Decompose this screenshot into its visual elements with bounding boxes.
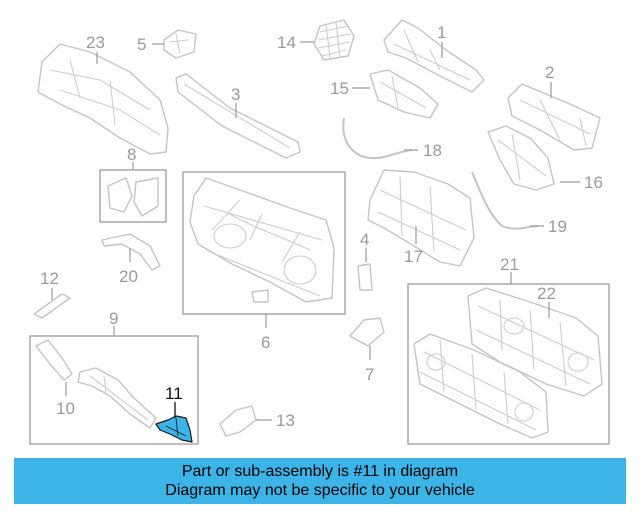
- callout-6[interactable]: 6: [261, 333, 270, 352]
- part-6[interactable]: [189, 177, 335, 303]
- part-4[interactable]: [357, 263, 373, 291]
- part-15[interactable]: [369, 69, 439, 119]
- callout-14[interactable]: 14: [277, 33, 296, 52]
- banner-line-disclaimer: Diagram may not be specific to your vehi…: [165, 482, 475, 499]
- callout-17[interactable]: 17: [404, 247, 423, 266]
- part-19[interactable]: [471, 171, 539, 230]
- callout-10[interactable]: 10: [56, 399, 75, 418]
- callout-8[interactable]: 8: [127, 145, 136, 164]
- part-14[interactable]: [313, 19, 355, 61]
- part-8[interactable]: [107, 177, 159, 217]
- callout-13[interactable]: 13: [276, 411, 295, 430]
- part-22[interactable]: [467, 287, 603, 397]
- parts-diagram: 23 5 3 14 1 15 2 18: [29, 19, 610, 445]
- part-7[interactable]: [349, 317, 385, 347]
- callout-12[interactable]: 12: [40, 269, 59, 288]
- callout-18[interactable]: 18: [423, 141, 442, 160]
- part-20[interactable]: [101, 233, 161, 271]
- callout-23[interactable]: 23: [86, 33, 105, 52]
- box-21: [407, 283, 610, 445]
- callout-15[interactable]: 15: [330, 79, 349, 98]
- part-3[interactable]: [175, 73, 301, 159]
- info-banner: Part or sub-assembly is #11 in diagram D…: [14, 458, 626, 504]
- part-13[interactable]: [219, 405, 257, 437]
- part-11-highlighted[interactable]: [155, 415, 193, 443]
- callout-20[interactable]: 20: [119, 267, 138, 286]
- callout-21[interactable]: 21: [500, 255, 519, 274]
- part-12[interactable]: [33, 293, 71, 319]
- callout-1[interactable]: 1: [437, 23, 446, 42]
- callout-7[interactable]: 7: [365, 365, 374, 384]
- callout-5[interactable]: 5: [137, 35, 146, 54]
- banner-line-part-info: Part or sub-assembly is #11 in diagram: [181, 463, 459, 480]
- callout-22[interactable]: 22: [537, 284, 556, 303]
- callout-11[interactable]: 11: [165, 384, 183, 403]
- callout-19[interactable]: 19: [548, 217, 567, 236]
- callout-16[interactable]: 16: [584, 173, 603, 192]
- part-2[interactable]: [507, 83, 601, 151]
- part-1[interactable]: [383, 19, 485, 93]
- part-17[interactable]: [367, 169, 475, 267]
- part-21[interactable]: [413, 333, 549, 439]
- part-18[interactable]: [342, 117, 413, 160]
- box-6: [182, 171, 346, 315]
- callout-3[interactable]: 3: [231, 85, 240, 104]
- part-10[interactable]: [35, 339, 157, 429]
- part-5[interactable]: [163, 29, 197, 59]
- callout-2[interactable]: 2: [545, 63, 554, 82]
- part-23[interactable]: [37, 43, 169, 155]
- callout-9[interactable]: 9: [109, 309, 118, 328]
- callout-4[interactable]: 4: [360, 230, 369, 249]
- part-16[interactable]: [487, 125, 555, 191]
